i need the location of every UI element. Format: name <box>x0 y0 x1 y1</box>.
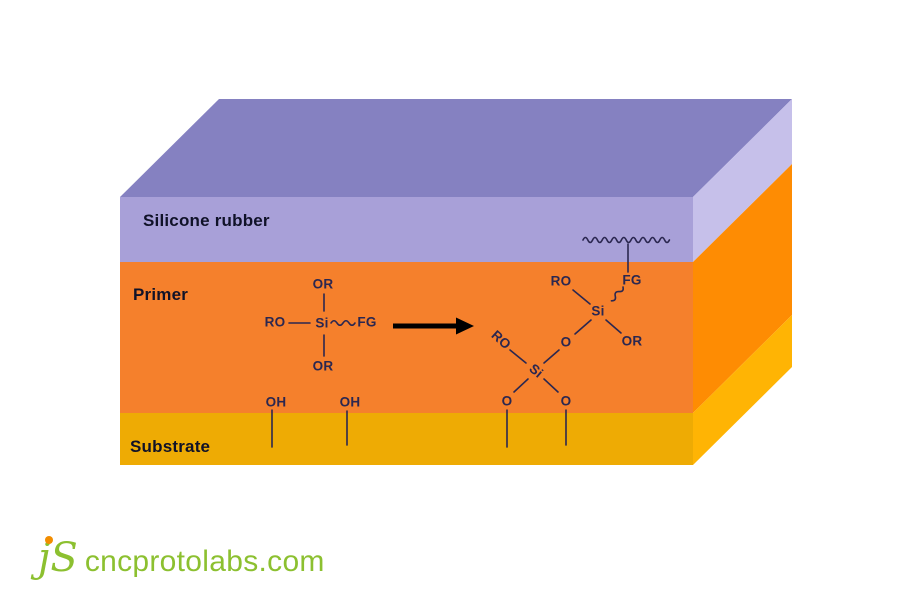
box-side-silicone-face <box>693 99 792 262</box>
box-side-substrate-face <box>693 315 792 465</box>
left-si-label: Si <box>315 315 329 331</box>
polymer-chain-squiggle <box>582 236 671 244</box>
right-o-left-label: O <box>501 393 513 409</box>
right-o-bridge-label: O <box>560 334 572 350</box>
oh-surface-bonds <box>271 409 348 448</box>
logo-domain-text: cncprotolabs.com <box>84 545 325 578</box>
silicone-rubber-label: Silicone rubber <box>143 211 270 230</box>
box-top-face <box>120 99 792 197</box>
right-o-right-label: O <box>560 393 572 409</box>
fg-si-squiggle-bond <box>610 286 624 302</box>
cncprotolabs-logo[interactable]: jS cncprotolabs.com <box>38 536 325 580</box>
oh-label-2: OH <box>339 394 361 410</box>
right-or-label: OR <box>621 333 643 349</box>
si-fg-squiggle-bond <box>330 319 356 327</box>
right-silane-bonds <box>506 286 624 448</box>
left-silane-bonds <box>288 293 356 357</box>
primer-layer <box>120 262 693 413</box>
logo-js-mark: jS <box>38 535 78 581</box>
right-ro-top-label: RO <box>550 273 572 289</box>
box-side-primer-face <box>693 164 792 413</box>
substrate-label: Substrate <box>130 437 211 456</box>
right-fg-label: FG <box>622 272 642 288</box>
left-ro-label: RO <box>264 314 286 330</box>
reaction-arrow <box>393 317 474 335</box>
oh-label-1: OH <box>265 394 287 410</box>
substrate-layer <box>120 413 693 465</box>
right-si-top-label: Si <box>591 303 605 319</box>
silicone-rubber-layer <box>120 197 693 262</box>
left-or-bottom-label: OR <box>312 358 334 374</box>
logo-j-dot-icon <box>45 536 53 544</box>
left-fg-label: FG <box>357 314 377 330</box>
left-or-top-label: OR <box>312 276 334 292</box>
primer-label: Primer <box>133 285 189 304</box>
